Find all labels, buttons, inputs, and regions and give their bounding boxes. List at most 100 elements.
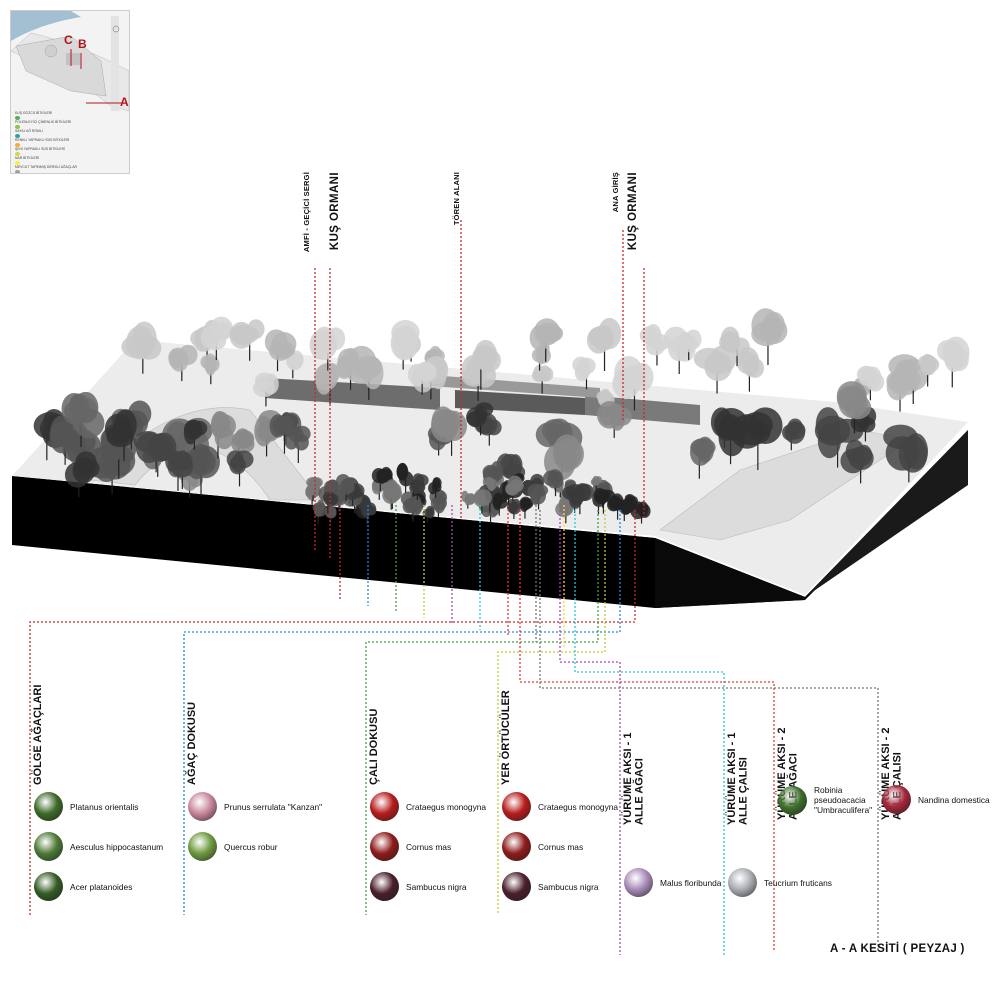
- leader-line: [29, 510, 636, 915]
- tree: [690, 436, 716, 479]
- species-photo-icon: [778, 785, 807, 815]
- species-photo-icon: [188, 832, 217, 861]
- species-name: Aesculus hippocastanum: [70, 841, 164, 852]
- species-entry: Sambucus nigra: [502, 872, 599, 901]
- species-photo-icon: [370, 792, 399, 821]
- tree: [883, 424, 929, 483]
- species-name: Prunus serrulata "Kanzan": [224, 801, 323, 812]
- tree: [566, 483, 594, 515]
- tree: [472, 489, 492, 514]
- category-label: YÜRÜME AKSI - 1 ALLE AĞACI: [622, 732, 646, 826]
- tree: [286, 350, 304, 379]
- key-map-legend-label: ŞEHİ YAPRAKLI SÜS BİTKİLERİ: [15, 147, 65, 151]
- tree: [856, 365, 885, 401]
- building-amphi: [265, 378, 440, 410]
- tree: [382, 479, 402, 510]
- tree: [612, 355, 654, 411]
- leader-line: [539, 510, 879, 950]
- species-entry: Malus floribunda: [624, 868, 721, 897]
- tree: [64, 451, 100, 498]
- tree: [814, 407, 864, 468]
- species-name: Crataegus monogyna: [406, 801, 487, 812]
- species-entry: Crataegus monogyna: [502, 792, 618, 821]
- leader-line: [365, 510, 599, 915]
- category-label: YER ÖRTÜCÜLER: [500, 690, 512, 785]
- tree: [677, 329, 702, 361]
- section-cut-face: [12, 476, 805, 608]
- species-name: Cornus mas: [538, 841, 584, 852]
- tree: [360, 502, 377, 524]
- tree: [483, 476, 498, 494]
- species-entry: Nandina domestica: [882, 785, 990, 814]
- tree: [231, 428, 255, 466]
- species-photo-icon: [728, 868, 757, 897]
- species-entry: Quercus robur: [188, 832, 278, 861]
- species-name: Platanus orientalis: [70, 801, 139, 812]
- tree: [121, 321, 162, 374]
- species-entry: Robinia pseudoacacia "Umbraculifera": [778, 785, 872, 815]
- tree: [168, 344, 198, 382]
- category-label: ÇALI DOKUSU: [368, 708, 380, 785]
- tree: [466, 402, 494, 436]
- tree: [371, 468, 390, 492]
- tree: [781, 418, 806, 451]
- leader-line: [183, 510, 621, 915]
- key-map-legend-label: NAR BİTKİLERİ: [15, 156, 40, 160]
- key-map-legend-swatch: [15, 152, 20, 156]
- tree: [390, 320, 420, 370]
- section-point-a: A: [120, 95, 129, 109]
- species-name: Crataegus monogyna: [538, 801, 619, 812]
- tree: [428, 477, 442, 498]
- section-point-b: B: [78, 37, 87, 51]
- tree: [492, 492, 508, 516]
- tree: [430, 406, 468, 456]
- tree: [346, 345, 384, 400]
- tree: [596, 401, 632, 438]
- species-photo-icon: [370, 872, 399, 901]
- species-name: Sambucus nigra: [538, 881, 599, 892]
- species-name: Robinia pseudoacacia "Umbraculifera": [814, 785, 873, 815]
- tree: [527, 483, 549, 510]
- key-map-legend-swatch: [15, 170, 20, 173]
- key-map-legend-label: KUŞ GÖZCÜ BİTKİLERİ: [15, 111, 53, 115]
- tree: [410, 473, 429, 500]
- key-map-legend-swatch: [15, 143, 20, 147]
- key-map-legend-swatch: [15, 134, 20, 138]
- species-entry: Crataegus monogyna: [370, 792, 486, 821]
- species-entry: Cornus mas: [370, 832, 451, 861]
- tree: [840, 439, 874, 484]
- tree: [836, 381, 872, 434]
- key-map-legend-swatch: [15, 125, 20, 129]
- species-photo-icon: [34, 872, 63, 901]
- tree: [61, 391, 105, 447]
- tree: [422, 505, 435, 523]
- tree: [572, 356, 596, 390]
- tree: [210, 410, 236, 459]
- tree: [229, 319, 265, 361]
- species-photo-icon: [502, 832, 531, 861]
- category-label: AĞAÇ DOKUSU: [186, 701, 198, 785]
- tree: [937, 336, 970, 388]
- species-photo-icon: [882, 785, 911, 814]
- tree: [396, 462, 414, 493]
- species-name: Nandina domestica: [918, 794, 990, 805]
- tree: [461, 490, 477, 509]
- species-photo-icon: [370, 832, 399, 861]
- species-entry: Platanus orientalis: [34, 792, 138, 821]
- drawing-title: A - A KESİTİ ( PEYZAJ ): [830, 943, 965, 955]
- species-name: Acer platanoides: [70, 881, 133, 892]
- species-entry: Sambucus nigra: [370, 872, 467, 901]
- leader-line: [519, 510, 775, 950]
- key-map-legend-swatch: [15, 116, 20, 120]
- species-entry: Prunus serrulata "Kanzan": [188, 792, 322, 821]
- tree: [693, 345, 737, 394]
- species-photo-icon: [624, 868, 653, 897]
- category-label: GÖLGE AĞAÇLARI: [32, 684, 44, 785]
- tree: [917, 353, 940, 387]
- species-name: Malus floribunda: [660, 877, 722, 888]
- tree: [335, 474, 355, 501]
- species-photo-icon: [34, 832, 63, 861]
- tree: [104, 409, 137, 461]
